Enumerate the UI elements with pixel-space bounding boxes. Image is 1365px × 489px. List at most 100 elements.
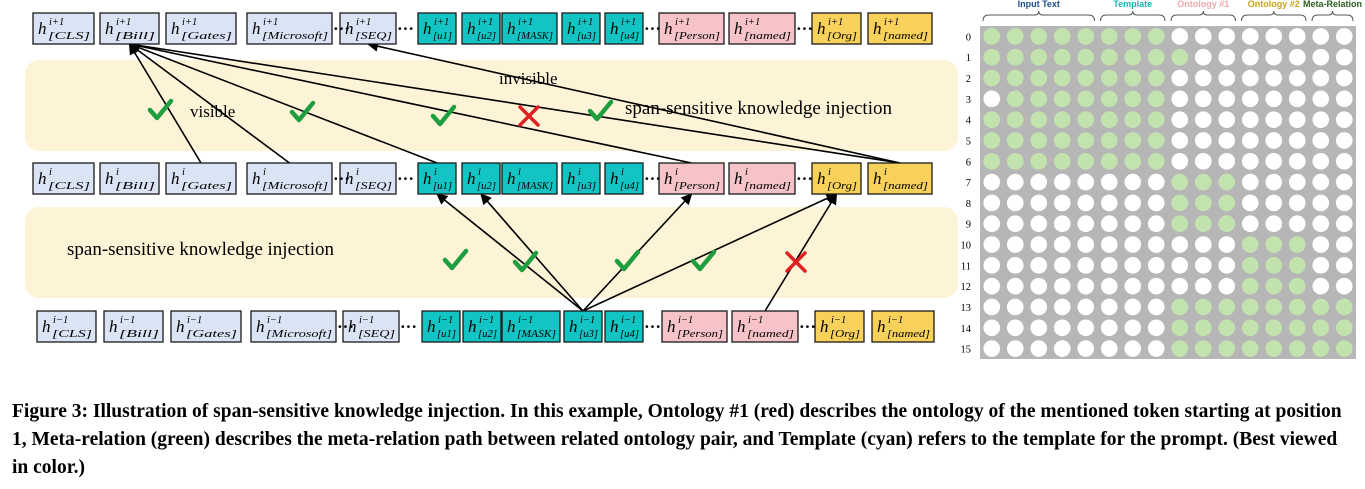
lower-connection-line xyxy=(436,193,584,312)
visible-cell xyxy=(1053,152,1071,170)
masked-cell xyxy=(1194,111,1212,128)
masked-cell xyxy=(1218,277,1236,295)
masked-cell xyxy=(1124,277,1142,295)
token-superscript: i+1 xyxy=(182,17,197,28)
token-subscript: [SEQ] xyxy=(355,181,392,192)
visible-cell xyxy=(1006,48,1024,66)
masked-cell xyxy=(1006,319,1024,337)
masked-cell xyxy=(1030,298,1048,316)
masked-cell xyxy=(1053,194,1071,212)
masked-cell xyxy=(1265,90,1283,108)
visible-cell xyxy=(1100,48,1118,66)
token-subscript: [Bill] xyxy=(115,31,155,42)
masked-cell xyxy=(1053,215,1071,233)
masked-cell xyxy=(983,298,1001,316)
visible-cell xyxy=(1030,69,1048,87)
token-box-rect xyxy=(461,162,501,195)
visible-cell xyxy=(1077,48,1095,66)
token-subscript: [u1] xyxy=(437,329,456,340)
masked-cell xyxy=(1006,257,1024,274)
masked-cell xyxy=(1241,28,1259,45)
visible-cell xyxy=(1335,298,1353,316)
lower-band-label: span-sensitive knowledge injection xyxy=(67,239,334,260)
token-superscript: i xyxy=(434,167,437,178)
matrix-row-label: 10 xyxy=(961,241,972,252)
masked-cell xyxy=(1171,236,1189,253)
matrix-row-label: 5 xyxy=(966,136,971,147)
token-box-rect xyxy=(339,162,397,195)
masked-cell xyxy=(1147,257,1165,274)
token-symbol: h xyxy=(507,317,516,336)
visible-cell xyxy=(1030,132,1048,149)
matrix-row-label: 8 xyxy=(966,199,971,210)
brace xyxy=(1311,10,1354,22)
token-superscript: i+1 xyxy=(518,17,533,28)
token-superscript: i−1 xyxy=(120,315,135,326)
token-subscript: [Person] xyxy=(674,181,720,192)
token-box-rect xyxy=(811,12,862,45)
brace xyxy=(1170,10,1236,22)
token-box-rect xyxy=(561,12,601,45)
matrix-group-header: Meta-Relation xyxy=(1303,0,1362,22)
masked-cell xyxy=(1194,277,1212,295)
visible-cell xyxy=(1100,152,1118,170)
visible-cell xyxy=(1265,340,1283,357)
token-symbol: h xyxy=(109,317,118,336)
visible-cell xyxy=(983,152,1001,170)
token-superscript: i xyxy=(49,167,52,178)
masked-cell xyxy=(983,215,1001,233)
masked-cell xyxy=(1265,215,1283,233)
token-box-rect xyxy=(417,12,457,45)
visible-cell xyxy=(1077,132,1095,149)
token-superscript: i xyxy=(518,167,521,178)
matrix-group-header: Template xyxy=(1100,0,1166,22)
masked-cell xyxy=(1312,194,1330,212)
masked-cell xyxy=(1218,257,1236,274)
upper-band-label: span-sensitive knowledge injection xyxy=(625,98,892,119)
token-box-rect xyxy=(165,12,237,45)
matrix-row-label: 14 xyxy=(961,324,972,335)
masked-cell xyxy=(983,257,1001,274)
masked-cell xyxy=(1077,319,1095,337)
lower-connection-line xyxy=(582,193,838,312)
ellipsis: ··· xyxy=(397,169,414,188)
visible-cell xyxy=(1194,173,1212,191)
masked-cell xyxy=(1171,69,1189,87)
visible-cell xyxy=(1194,319,1212,337)
masked-cell xyxy=(1312,48,1330,66)
token-symbol: h xyxy=(873,169,882,188)
visible-cell xyxy=(1030,90,1048,108)
token-subscript: [Gates] xyxy=(186,329,237,340)
token-subscript: [SEQ] xyxy=(358,329,395,340)
visible-cell xyxy=(1218,173,1236,191)
visible-cell xyxy=(1265,257,1283,274)
token-superscript: i−1 xyxy=(53,315,68,326)
lower-injection-band xyxy=(25,207,958,298)
masked-cell xyxy=(1265,69,1283,87)
masked-cell xyxy=(1335,152,1353,170)
visible-cell xyxy=(1288,319,1306,337)
token-symbol: h xyxy=(171,19,180,38)
token-subscript: [named] xyxy=(883,31,928,42)
masked-cell xyxy=(1077,298,1095,316)
masked-cell xyxy=(983,90,1001,108)
masked-cell xyxy=(1312,257,1330,274)
token-superscript: i−1 xyxy=(831,315,846,326)
masked-cell xyxy=(1288,215,1306,233)
visible-cell xyxy=(1053,111,1071,128)
figure-caption: Figure 3: Illustration of span-sensitive… xyxy=(12,401,1342,478)
token-box-rect xyxy=(814,310,865,343)
masked-cell xyxy=(1006,236,1024,253)
token-symbol: h xyxy=(256,317,265,336)
visible-cell xyxy=(1077,28,1095,45)
